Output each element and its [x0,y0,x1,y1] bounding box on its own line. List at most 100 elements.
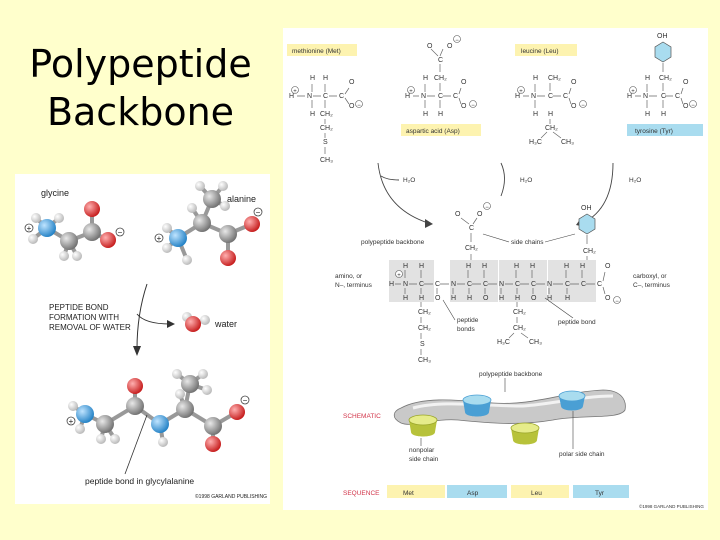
glycylalanine-diagram: glycine alanine + − + − PEPTIDE BOND FOR… [15,174,270,504]
svg-text:N: N [403,281,408,288]
backbone-residue [548,260,596,302]
water-label: water [214,319,237,329]
svg-text:H: H [514,263,519,270]
svg-text:CH₂: CH₂ [583,248,596,255]
svg-text:H: H [419,295,424,302]
carbon-atom [219,225,237,243]
right-copyright: ©1998 GARLAND PUBLISHING [639,503,704,509]
step-label-line3: REMOVAL OF WATER [49,323,131,332]
condensation-arrows [377,162,614,224]
h2o-label-3: H₂O [629,177,641,184]
carbon-atom [83,223,101,241]
hydrogen-atom [75,424,85,434]
svg-text:C: C [581,281,586,288]
svg-text:CH₂: CH₂ [545,125,558,132]
svg-text:+: + [69,417,74,426]
svg-text:C: C [531,281,536,288]
h2o-label-1: H₂O [403,177,415,184]
svg-text:C: C [469,225,474,232]
svg-text:CH₂: CH₂ [320,111,333,118]
svg-text:CH₃: CH₃ [561,139,574,146]
svg-text:−: − [691,103,695,109]
nonpolar-label-line2: side chain [409,456,439,463]
svg-text:H: H [451,295,456,302]
svg-text:H: H [310,75,315,82]
svg-text:CH₂: CH₂ [513,309,526,316]
hydrogen-atom [202,385,212,395]
sequence-asp: Asp [467,490,479,497]
step-label-line1: PEPTIDE BOND [49,303,109,312]
svg-text:−: − [471,103,475,109]
svg-text:H: H [645,111,650,118]
svg-text:+: + [293,89,297,95]
svg-text:−: − [357,103,361,109]
reaction-arrowhead-icon [133,346,141,356]
sequence-box-tyr [573,485,629,498]
svg-text:N: N [643,93,648,100]
svg-text:C: C [438,93,443,100]
svg-text:H: H [627,93,632,100]
carbon-atom [60,232,78,250]
svg-text:−: − [485,205,489,211]
svg-text:CH₃: CH₃ [418,357,431,364]
hydrogen-atom [195,181,205,191]
svg-text:H: H [547,295,552,302]
leu-label-box [515,44,577,56]
hydrogen-atom [68,401,78,411]
asp-label: aspartic acid (Asp) [406,128,460,135]
svg-text:S: S [420,341,425,348]
svg-text:C: C [453,93,458,100]
svg-text:CH₂: CH₂ [434,75,447,82]
step-label-line2: FORMATION WITH [49,313,119,322]
svg-text:+: + [519,89,523,95]
sequence-box-leu [511,485,569,498]
charge-minus-icon: − [240,395,250,405]
svg-text:O: O [605,263,611,270]
hydrogen-atom [187,203,197,213]
svg-text:H: H [548,111,553,118]
svg-text:S: S [323,139,328,146]
peptide-bond-pointer [442,299,456,321]
oxygen-atom [244,216,260,232]
svg-text:N: N [531,93,536,100]
svg-text:H: H [405,93,410,100]
svg-text:OH: OH [581,205,592,212]
svg-text:N: N [307,93,312,100]
water-arrow-icon [136,313,171,325]
svg-text:H: H [323,75,328,82]
svg-text:+: + [27,224,32,233]
svg-text:H: H [423,75,428,82]
peptide-bonds-line1: peptide [457,317,479,324]
hydrogen-atom [198,369,208,379]
sequence-label: SEQUENCE [343,490,380,497]
hydrogen-atom [158,437,168,447]
reaction-arrow-icon [136,283,148,350]
met-label: methionine (Met) [292,48,341,55]
amino-terminus-line2: N–, terminus [335,282,373,289]
nitrogen-atom [76,405,94,423]
sequence-box-asp [447,485,507,498]
svg-text:CH₂: CH₂ [659,75,672,82]
charge-plus-icon: + [154,233,164,243]
svg-text:CH₂: CH₂ [465,245,478,252]
svg-text:H: H [310,111,315,118]
svg-text:H₃C: H₃C [497,339,510,346]
tyr-label: tyrosine (Tyr) [635,128,673,135]
svg-text:−: − [455,38,459,44]
svg-text:C: C [339,93,344,100]
hydrogen-atom [96,434,106,444]
tyr-label-box [627,124,703,136]
polar-side-chain-asp [462,394,492,417]
svg-text:O: O [605,295,611,302]
svg-text:O: O [435,295,441,302]
svg-text:H: H [533,75,538,82]
side-chains-pointer [482,233,510,243]
backbone-residue [389,260,434,302]
svg-text:C: C [661,93,666,100]
arrowhead-icon [425,219,433,228]
tyr-side-chain: OH CH₂ [578,205,596,260]
